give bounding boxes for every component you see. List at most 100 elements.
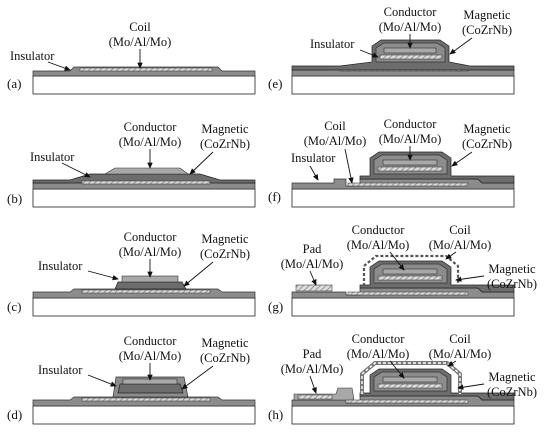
pad-layer	[295, 284, 333, 292]
insulator-arrow	[87, 374, 117, 387]
inner-coil-layer	[377, 166, 443, 172]
pad-label: Pad	[303, 347, 323, 361]
inner-coil-layer	[377, 275, 443, 281]
coil-label: Coil	[449, 332, 471, 346]
insulator-label: Insulator	[310, 37, 355, 51]
panel-e: (e) Insulator Conductor (Mo/Al/Mo) Magne…	[268, 5, 515, 95]
magnetic-material-label: (CoZrNb)	[200, 247, 250, 261]
pad-layer	[297, 394, 333, 400]
panel-f: (f) Insulator Coil (Mo/Al/Mo) Conductor …	[268, 117, 515, 208]
coil-material-label: (Mo/Al/Mo)	[304, 134, 367, 148]
magnetic-label: Magnetic	[201, 336, 249, 350]
panel-tag: (d)	[7, 407, 22, 422]
conductor-label: Conductor	[124, 120, 178, 134]
insulator-arrow	[47, 61, 71, 71]
coil-arrow	[344, 148, 354, 184]
magnetic-arrow	[455, 275, 485, 282]
panel-tag: (f)	[268, 189, 281, 204]
conductor-material-label: (Mo/Al/Mo)	[347, 238, 410, 252]
conductor-material-label: (Mo/Al/Mo)	[119, 349, 182, 363]
magnetic-arrow	[457, 383, 485, 390]
substrate	[291, 188, 515, 208]
panel-tag: (a)	[7, 76, 21, 91]
magnetic-arrow	[181, 365, 214, 390]
insulator-arrow	[359, 49, 379, 58]
magnetic-material-label: (CoZrNb)	[462, 23, 512, 37]
substrate	[32, 75, 256, 95]
coil-layer	[81, 180, 211, 185]
magnetic-label: Magnetic	[463, 122, 511, 136]
conductor-label: Conductor	[352, 332, 406, 346]
magnetic-label: Magnetic	[463, 8, 511, 22]
magnetic-material-label: (CoZrNb)	[462, 137, 512, 151]
substrate	[291, 75, 515, 95]
coil-layer	[347, 182, 469, 187]
coil-material-label: (Mo/Al/Mo)	[109, 35, 172, 49]
conductor-layer	[382, 376, 438, 383]
pad-material-label: (Mo/Al/Mo)	[281, 362, 344, 376]
panel-tag: (h)	[268, 407, 283, 422]
conductor-label: Conductor	[124, 334, 178, 348]
conductor-label: Conductor	[384, 5, 438, 19]
conductor-layer	[103, 167, 189, 175]
magnetic-material-label: (CoZrNb)	[200, 137, 250, 151]
conductor-arrow	[389, 251, 405, 271]
conductor-arrow	[389, 360, 405, 379]
conductor-material-label: (Mo/Al/Mo)	[347, 347, 410, 361]
coil-material-label: (Mo/Al/Mo)	[429, 238, 492, 252]
substrate	[291, 297, 515, 317]
conductor-layer	[382, 268, 438, 275]
pad-material-label: (Mo/Al/Mo)	[281, 257, 344, 271]
insulator-label: Insulator	[38, 363, 83, 377]
conductor-label: Conductor	[384, 117, 438, 131]
magnetic-label: Magnetic	[201, 122, 249, 136]
coil-layer	[81, 397, 211, 402]
insulator-label: Insulator	[38, 259, 83, 273]
magnetic-arrow	[189, 151, 214, 175]
magnetic-label: Magnetic	[201, 232, 249, 246]
coil-layer	[79, 67, 213, 72]
magnetic-layer	[117, 383, 184, 394]
conductor-material-label: (Mo/Al/Mo)	[119, 135, 182, 149]
coil-arrow	[445, 251, 457, 260]
panel-a: (a) Insulator Coil (Mo/Al/Mo)	[7, 20, 256, 95]
coil-label: Coil	[324, 119, 346, 133]
conductor-layer	[383, 47, 437, 54]
insulator-arrow	[87, 270, 119, 281]
conductor-material-label: (Mo/Al/Mo)	[379, 20, 442, 34]
insulator-label: Insulator	[291, 151, 336, 165]
conductor-label: Conductor	[352, 223, 406, 237]
coil-arrow	[447, 360, 457, 367]
panel-tag: (e)	[268, 76, 282, 91]
pad-arrow	[309, 375, 317, 394]
magnetic-label: Magnetic	[488, 370, 536, 384]
top-coil-layer	[361, 362, 461, 394]
coil-layer	[347, 399, 469, 404]
panel-h: (h) Pad (Mo/Al/Mo) Conductor (Mo/Al/Mo) …	[268, 332, 537, 425]
coil-material-label: (Mo/Al/Mo)	[429, 347, 492, 361]
substrate	[291, 405, 515, 425]
magnetic-material-label: (CoZrNb)	[487, 385, 537, 399]
insulator-label: Insulator	[10, 49, 55, 63]
substrate	[32, 405, 256, 425]
panel-tag: (g)	[268, 299, 283, 314]
panel-c: (c) Insulator Conductor (Mo/Al/Mo) Magne…	[7, 230, 256, 317]
conductor-material-label: (Mo/Al/Mo)	[119, 245, 182, 259]
top-coil-layer	[362, 254, 460, 286]
pad-arrow	[309, 270, 317, 286]
magnetic-material-label: (CoZrNb)	[487, 277, 537, 291]
panel-tag: (b)	[7, 191, 22, 206]
magnetic-layer	[114, 281, 187, 290]
coil-label: Coil	[449, 223, 471, 237]
insulator-label: Insulator	[30, 150, 75, 164]
magnetic-arrow	[183, 261, 214, 287]
inner-coil-layer	[379, 54, 443, 60]
substrate	[32, 297, 256, 317]
conductor-material-label: (Mo/Al/Mo)	[379, 132, 442, 146]
coil-layer	[81, 289, 211, 294]
substrate	[32, 188, 256, 208]
conductor-layer	[382, 159, 438, 166]
magnetic-material-label: (CoZrNb)	[200, 351, 250, 365]
